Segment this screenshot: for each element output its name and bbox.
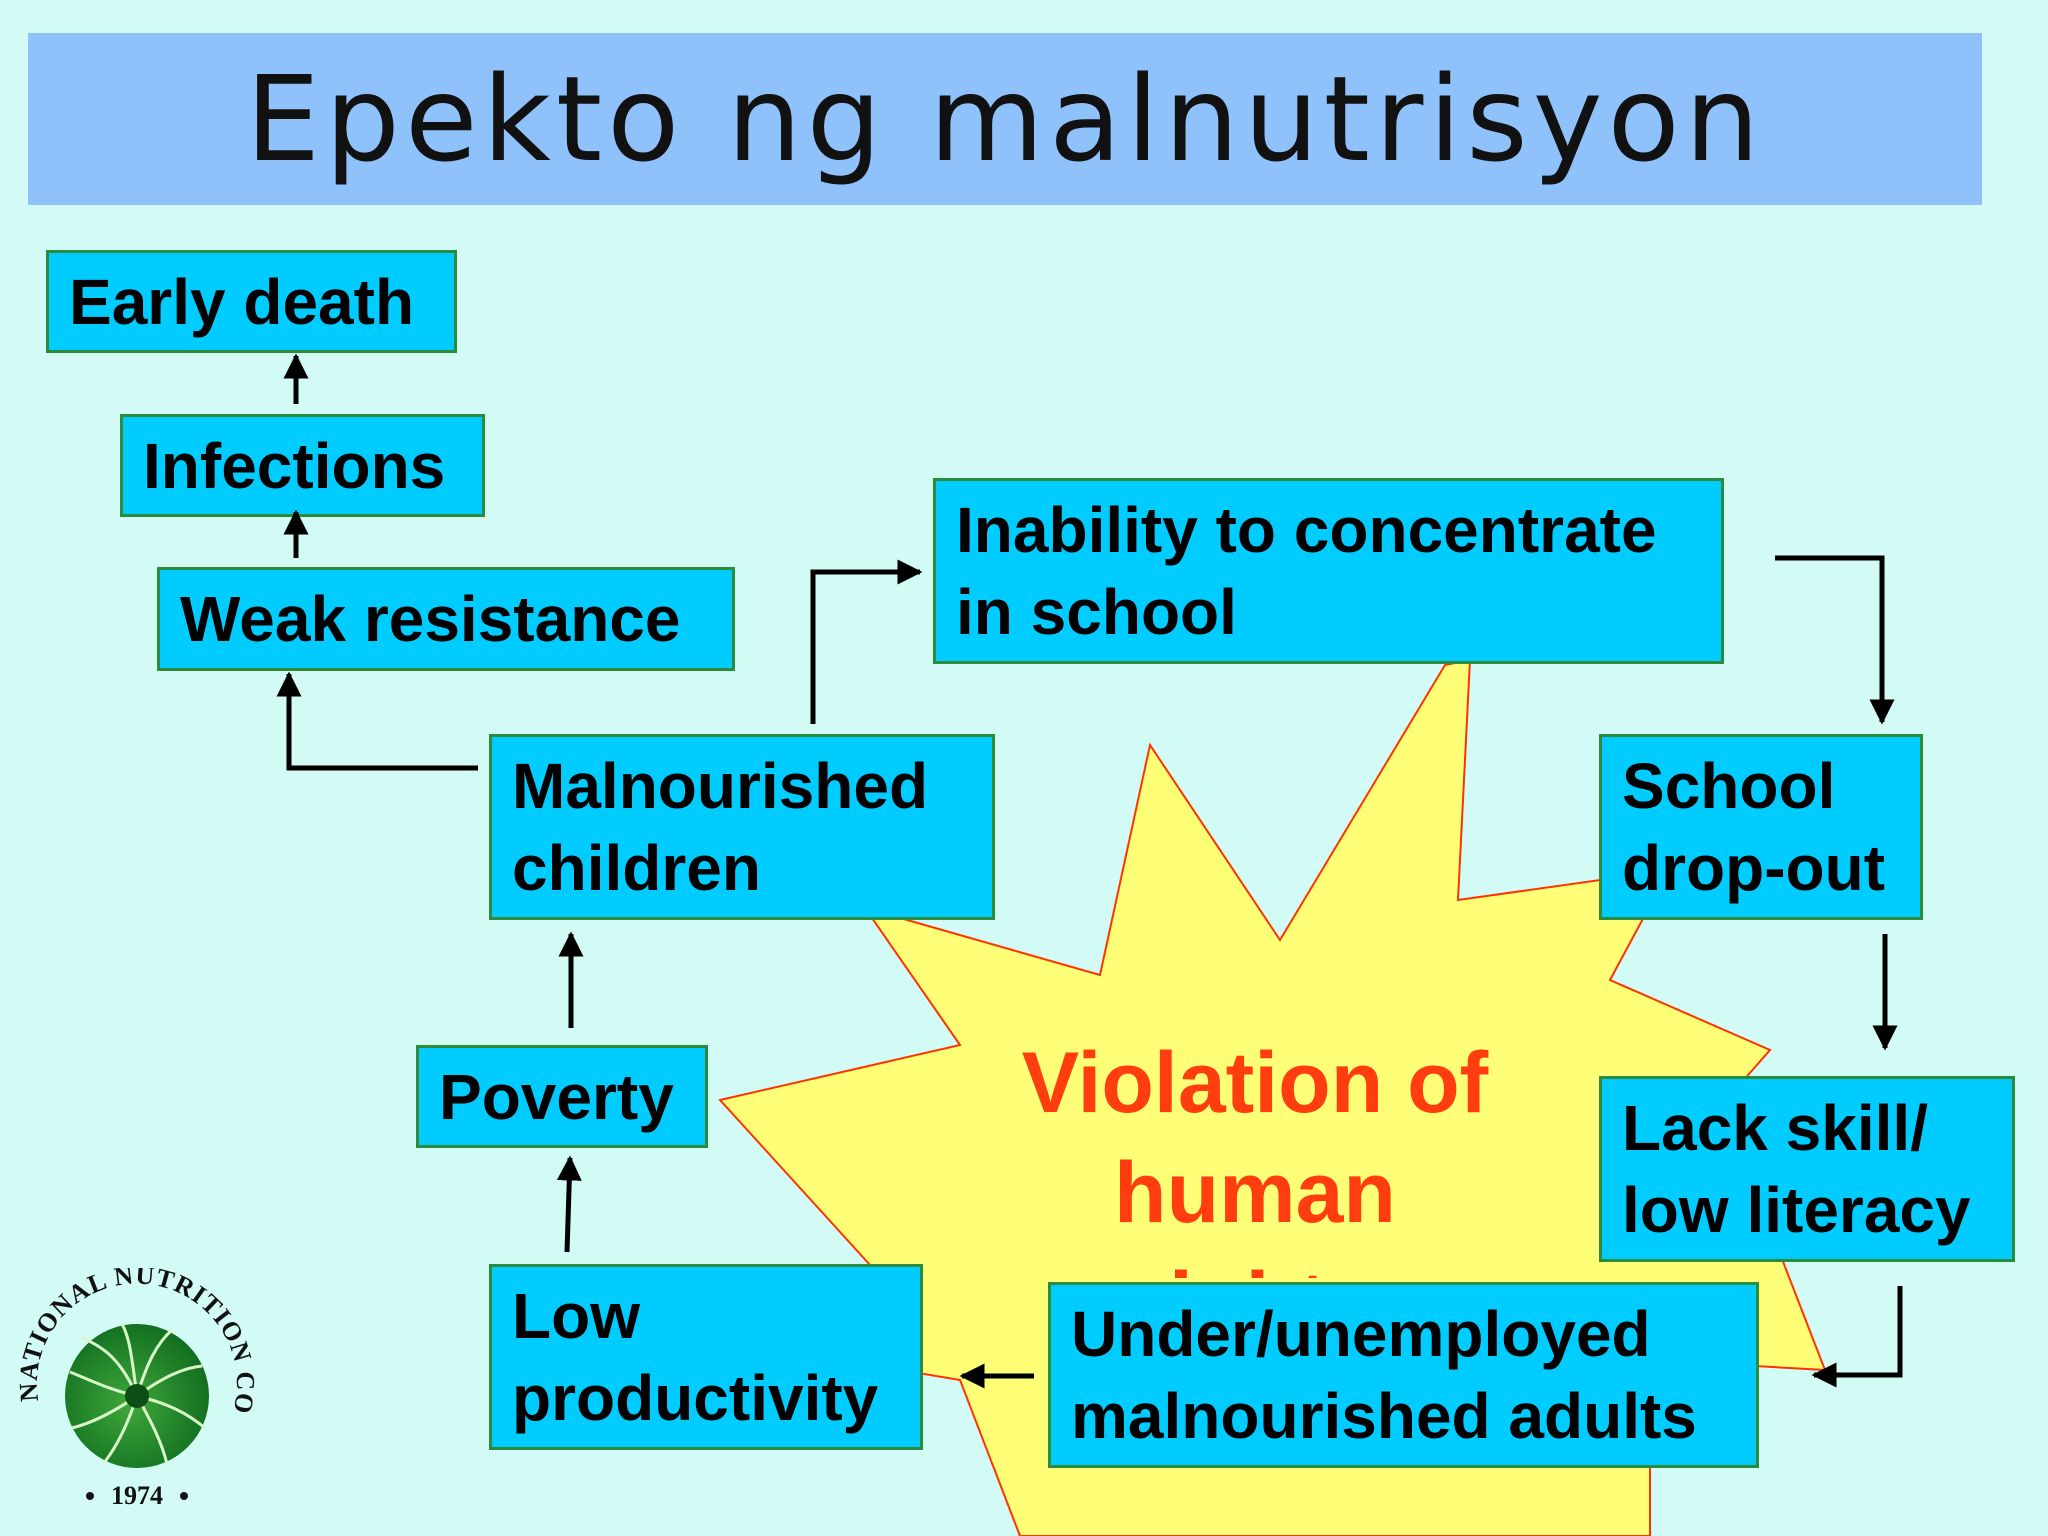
arrow-malnourished-to-weak — [276, 671, 478, 771]
node-weak-resistance: Weak resistance — [157, 567, 735, 671]
node-lowprod-line2: productivity — [512, 1362, 879, 1434]
national-nutrition-council-logo: NATIONAL NUTRITION COUNCIL 1974 — [12, 1268, 259, 1510]
node-lowprod-line1: Low — [512, 1280, 640, 1352]
page-title: Epekto ng malnutrisyon — [245, 50, 1765, 188]
node-inability-line2: in school — [956, 576, 1237, 648]
node-early-death: Early death — [46, 250, 457, 353]
node-lack-line1: Lack skill/ — [1622, 1092, 1928, 1164]
center-statement: Violation of human rights — [940, 1028, 1570, 1278]
node-malnourished-children: Malnourished children — [489, 734, 995, 920]
node-poverty: Poverty — [416, 1045, 708, 1148]
arrow-lowprod-to-poverty — [556, 1155, 582, 1253]
node-school-dropout: School drop-out — [1599, 734, 1923, 920]
title-bar: Epekto ng malnutrisyon — [28, 33, 1982, 205]
node-lack-skill: Lack skill/ low literacy — [1599, 1076, 2015, 1262]
center-line1: Violation of — [1021, 1035, 1489, 1131]
node-infections: Infections — [120, 414, 485, 517]
node-infections-label: Infections — [143, 429, 446, 502]
node-unemployed-adults: Under/unemployed malnourished adults — [1048, 1282, 1759, 1468]
arrow-lack-to-unemployed — [1811, 1286, 1903, 1388]
node-lack-line2: low literacy — [1622, 1174, 1971, 1246]
node-unemployed-line1: Under/unemployed — [1071, 1298, 1651, 1370]
arrow-malnourished-to-inability — [810, 559, 923, 724]
node-inability-to-concentrate: Inability to concentrate in school — [933, 478, 1724, 664]
node-poverty-label: Poverty — [439, 1060, 674, 1133]
node-early-death-label: Early death — [69, 265, 415, 338]
node-dropout-line2: drop-out — [1622, 832, 1885, 904]
logo-year: 1974 — [111, 1481, 163, 1510]
center-line2: human — [1114, 1145, 1396, 1241]
node-unemployed-line2: malnourished adults — [1071, 1380, 1697, 1452]
node-inability-line1: Inability to concentrate — [956, 494, 1657, 566]
node-malnourished-line1: Malnourished — [512, 750, 929, 822]
node-malnourished-line2: children — [512, 832, 761, 904]
center-line3: rights — [940, 1248, 1570, 1278]
node-low-productivity: Low productivity — [489, 1264, 923, 1450]
node-dropout-line1: School — [1622, 750, 1836, 822]
arrow-inability-to-dropout — [1775, 555, 1895, 725]
node-weak-resistance-label: Weak resistance — [180, 583, 681, 655]
